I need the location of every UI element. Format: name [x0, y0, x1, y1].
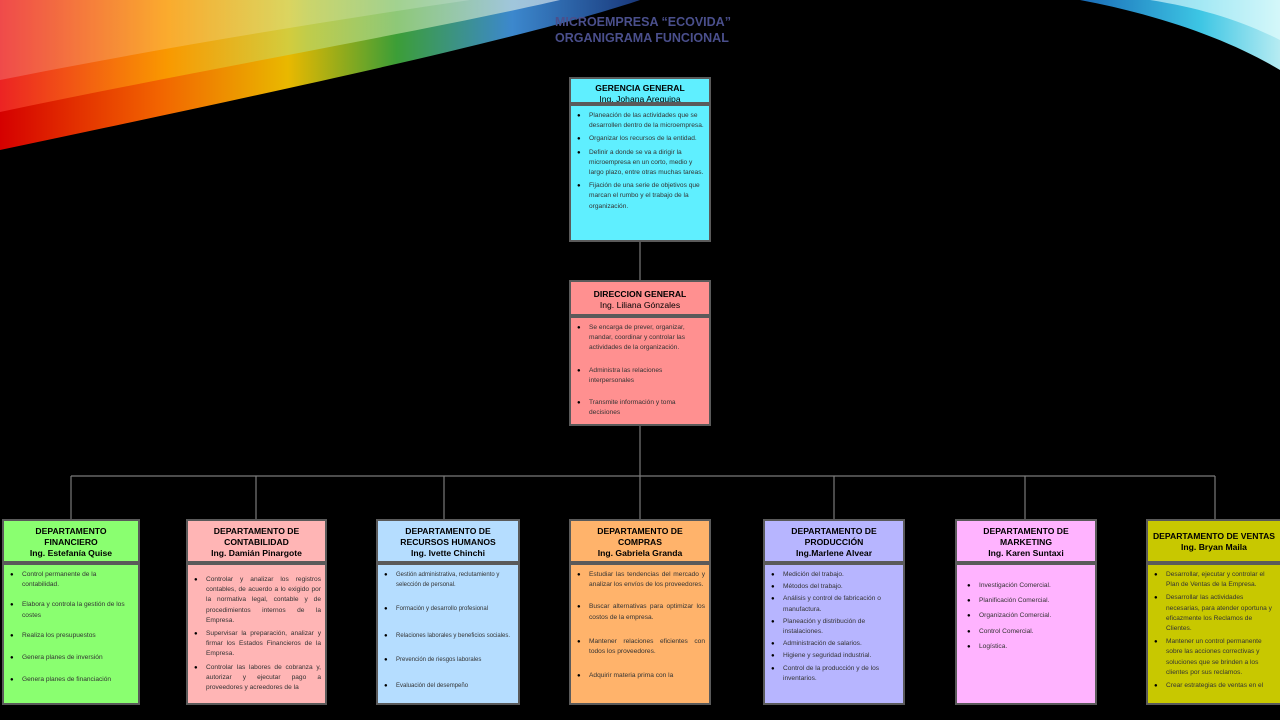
ventas-function: Mantener un control permanente sobre las…	[1154, 637, 1276, 678]
chart-title-line-2: ORGANIGRAMA FUNCIONAL	[555, 31, 729, 45]
direccion-person: Ing. Liliana Gónzales	[599, 300, 681, 310]
gerencia-general-functions: Planeación de las actividades que se des…	[569, 104, 711, 242]
contabilidad-function: Controlar y analizar los registros conta…	[194, 575, 321, 626]
departamento-financiero-functions: Control permanente de la contabilidad. E…	[2, 563, 140, 705]
compras-function: Estudiar las tendencias del mercado y an…	[577, 570, 705, 590]
produccion-function: Planeación y distribución de instalacion…	[771, 617, 899, 637]
financiero-function: Elabora y controla la gestión de los cos…	[10, 600, 134, 620]
compras-function: Adquirir materia prima con la	[577, 671, 705, 681]
direccion-function: Administra las relaciones interpersonale…	[577, 366, 705, 386]
departamento-produccion-functions: Medición del trabajo. Métodos del trabaj…	[763, 563, 905, 705]
contabilidad-function: Supervisar la preparación, analizar y fi…	[194, 629, 321, 660]
gerencia-title: GERENCIA GENERAL	[595, 83, 685, 93]
rrhh-function: Evaluación del desempeño	[384, 681, 514, 691]
rrhh-function: Gestión administrativa, reclutamiento y …	[384, 570, 514, 590]
ventas-title: DEPARTAMENTO DE VENTAS	[1152, 531, 1276, 541]
financiero-function: Genera planes de inversión	[10, 653, 134, 663]
direccion-general-header: DIRECCION GENERAL Ing. Liliana Gónzales	[569, 280, 711, 316]
ventas-function: Desarrollar, ejecutar y controlar el Pla…	[1154, 570, 1276, 590]
ventas-person: Ing. Bryan Maila	[1181, 542, 1247, 552]
financiero-title: DEPARTAMENTO FINANCIERO	[35, 526, 107, 547]
marketing-title: DEPARTAMENTO DE MARKETING	[983, 526, 1069, 547]
ventas-function: Crear estrategias de ventas en el	[1154, 681, 1276, 691]
produccion-person: Ing.Marlene Alvear	[795, 548, 873, 558]
direccion-function: Se encarga de prever, organizar, mandar,…	[577, 323, 705, 354]
ventas-function: Desarrollar las actividades necesarias, …	[1154, 593, 1276, 634]
departamento-ventas-header: DEPARTAMENTO DE VENTAS Ing. Bryan Maila	[1146, 519, 1280, 563]
departamento-marketing-functions: Investigación Comercial. Planificación C…	[955, 563, 1097, 705]
chart-title-line-1: MICROEMPRESA “ECOVIDA”	[555, 15, 731, 29]
direccion-general-functions: Se encarga de prever, organizar, mandar,…	[569, 316, 711, 426]
financiero-person: Ing. Estefanía Quise	[29, 548, 113, 558]
rrhh-function: Relaciones laborales y beneficios social…	[384, 631, 514, 641]
rrhh-person: Ing. Ivette Chinchi	[410, 548, 485, 558]
compras-title: DEPARTAMENTO DE COMPRAS	[597, 526, 683, 547]
gerencia-function: Definir a donde se va a dirigir la micro…	[577, 148, 705, 179]
contabilidad-function: Controlar las labores de cobranza y, aut…	[194, 663, 321, 694]
contabilidad-title: DEPARTAMENTO DE CONTABILIDAD	[213, 526, 300, 547]
marketing-function: Organización Comercial.	[967, 611, 1091, 621]
gerencia-general-header: GERENCIA GENERAL Ing. Johana Arequipa	[569, 77, 711, 104]
rrhh-function: Formación y desarrollo profesional	[384, 604, 514, 614]
financiero-function: Control permanente de la contabilidad.	[10, 570, 134, 590]
departamento-rrhh-header: DEPARTAMENTO DE RECURSOS HUMANOS Ing. Iv…	[376, 519, 520, 563]
departamento-contabilidad-header: DEPARTAMENTO DE CONTABILIDAD Ing. Damián…	[186, 519, 327, 563]
compras-function: Mantener relaciones eficientes con todos…	[577, 637, 705, 657]
departamento-rrhh-functions: Gestión administrativa, reclutamiento y …	[376, 563, 520, 705]
marketing-function: Planificación Comercial.	[967, 596, 1091, 606]
rrhh-function: Prevención de riesgos laborales	[384, 655, 514, 665]
produccion-function: Administración de salarios.	[771, 639, 899, 649]
departamento-compras-functions: Estudiar las tendencias del mercado y an…	[569, 563, 711, 705]
produccion-title: DEPARTAMENTO DE PRODUCCIÓN	[791, 526, 877, 547]
gerencia-function: Planeación de las actividades que se des…	[577, 111, 705, 131]
compras-function: Buscar alternativas para optimizar los c…	[577, 602, 705, 622]
departamento-produccion-header: DEPARTAMENTO DE PRODUCCIÓN Ing.Marlene A…	[763, 519, 905, 563]
rrhh-title: DEPARTAMENTO DE RECURSOS HUMANOS	[400, 526, 496, 547]
chart-title: MICROEMPRESA “ECOVIDA” ORGANIGRAMA FUNCI…	[555, 14, 731, 46]
financiero-function: Realiza los presupuestos	[10, 631, 134, 641]
gerencia-function: Fijación de una serie de objetivos que m…	[577, 181, 705, 212]
direccion-function: Transmite información y toma decisiones	[577, 398, 705, 418]
marketing-person: Ing. Karen Suntaxi	[988, 548, 1064, 558]
marketing-function: Investigación Comercial.	[967, 581, 1091, 591]
decorative-swoosh-graphic	[0, 0, 1280, 150]
produccion-function: Medición del trabajo.	[771, 570, 899, 580]
direccion-title: DIRECCION GENERAL	[593, 289, 687, 299]
produccion-function: Análisis y control de fabricación o manu…	[771, 594, 899, 614]
gerencia-person: Ing. Johana Arequipa	[599, 94, 681, 104]
produccion-function: Higiene y seguridad industrial.	[771, 651, 899, 661]
produccion-function: Control de la producción y de los invent…	[771, 664, 899, 684]
marketing-function: Logística.	[967, 642, 1091, 652]
departamento-compras-header: DEPARTAMENTO DE COMPRAS Ing. Gabriela Gr…	[569, 519, 711, 563]
departamento-marketing-header: DEPARTAMENTO DE MARKETING Ing. Karen Sun…	[955, 519, 1097, 563]
marketing-function: Control Comercial.	[967, 627, 1091, 637]
compras-person: Ing. Gabriela Granda	[597, 548, 683, 558]
departamento-contabilidad-functions: Controlar y analizar los registros conta…	[186, 563, 327, 705]
departamento-ventas-functions: Desarrollar, ejecutar y controlar el Pla…	[1146, 563, 1280, 705]
gerencia-function: Organizar los recursos de la entidad.	[577, 134, 705, 144]
departamento-financiero-header: DEPARTAMENTO FINANCIERO Ing. Estefanía Q…	[2, 519, 140, 563]
contabilidad-person: Ing. Damián Pinargote	[211, 548, 302, 558]
produccion-function: Métodos del trabajo.	[771, 582, 899, 592]
financiero-function: Genera planes de financiación	[10, 675, 134, 685]
